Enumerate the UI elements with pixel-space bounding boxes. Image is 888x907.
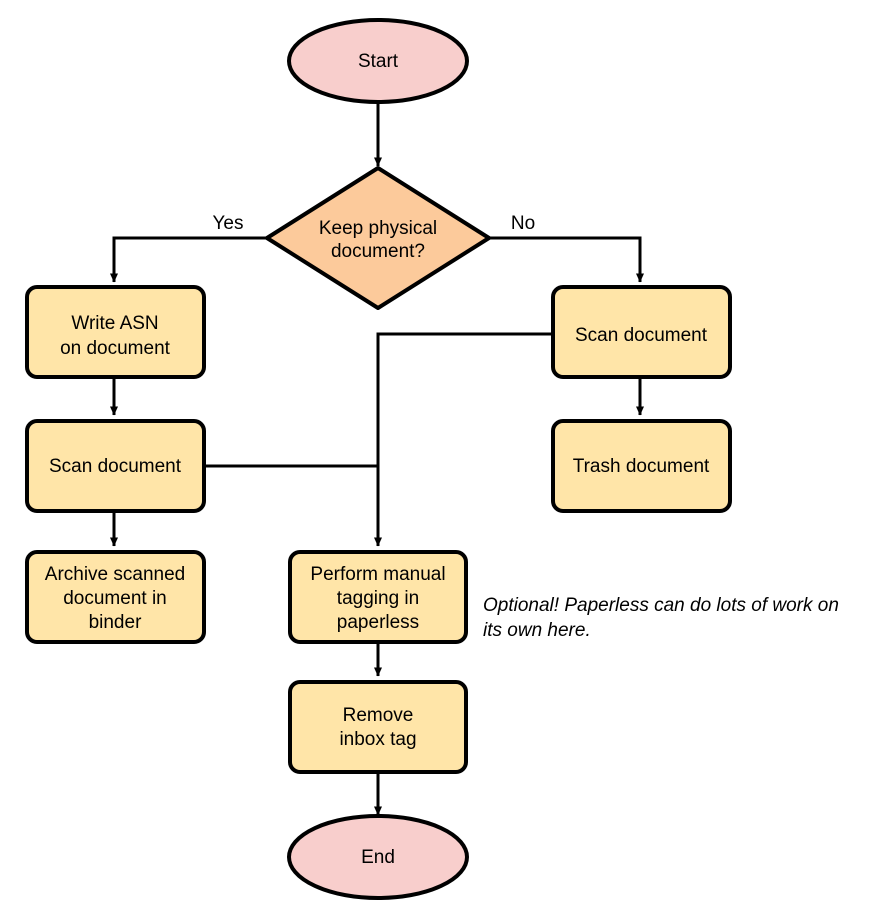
write-asn-box [25, 285, 206, 379]
end-ellipse [287, 814, 469, 900]
decision-diamond [265, 166, 491, 310]
write-asn-label-line-1: Write ASN [71, 313, 158, 334]
node-start[interactable]: Start [287, 18, 469, 104]
write-asn-label-line-2: on document [60, 338, 171, 359]
trash-document-box [551, 419, 732, 513]
manual-tagging-label-line-1: Perform manual [310, 564, 445, 585]
remove-inbox-tag-box [288, 680, 468, 774]
node-decision[interactable]: Keep physical document? [265, 166, 491, 310]
archive-document-label-line-3: binder [89, 612, 142, 633]
node-write-asn[interactable]: Write ASN on document [25, 285, 206, 379]
node-end[interactable]: End [287, 814, 469, 900]
trash-document-label: Trash document [573, 456, 710, 477]
edge-label-no: No [511, 213, 535, 234]
edge-label-yes: Yes [213, 213, 244, 234]
scan-document-left-box [25, 419, 206, 513]
node-trash-document[interactable]: Trash document [551, 419, 732, 513]
manual-tagging-label-line-3: paperless [337, 612, 419, 633]
node-scan-document-right[interactable]: Scan document [551, 285, 732, 379]
decision-label-line-2: document? [331, 241, 425, 262]
edge-scan-right-to-manual-tagging [374, 332, 552, 547]
node-archive-document[interactable]: Archive scanned document in binder [25, 550, 206, 644]
remove-inbox-tag-label-line-2: inbox tag [339, 729, 416, 750]
manual-tagging-box [288, 550, 468, 644]
archive-document-box [25, 550, 206, 644]
node-scan-document-left[interactable]: Scan document [25, 419, 206, 513]
manual-tagging-label-line-2: tagging in [337, 588, 419, 609]
node-remove-inbox-tag[interactable]: Remove inbox tag [288, 680, 468, 774]
end-label: End [361, 847, 395, 868]
start-ellipse [287, 18, 469, 104]
decision-label-line-1: Keep physical [319, 218, 437, 239]
annotation-optional-note: Optional! Paperless can do lots of work … [483, 595, 839, 641]
remove-inbox-tag-label-line-1: Remove [343, 705, 414, 726]
connectors [110, 101, 644, 816]
edge-decision-no-to-scan-right [489, 236, 644, 283]
archive-document-label-line-1: Archive scanned [45, 564, 185, 585]
scan-document-right-label: Scan document [575, 325, 708, 346]
scan-document-right-box [551, 285, 732, 379]
archive-document-label-line-2: document in [63, 588, 167, 609]
scan-document-left-label: Scan document [49, 456, 182, 477]
optional-note-line-2: its own here. [483, 620, 591, 641]
edge-decision-yes-to-write-asn [110, 236, 268, 283]
optional-note-line-1: Optional! Paperless can do lots of work … [483, 595, 839, 616]
start-label: Start [358, 51, 399, 72]
node-manual-tagging[interactable]: Perform manual tagging in paperless [288, 550, 468, 644]
